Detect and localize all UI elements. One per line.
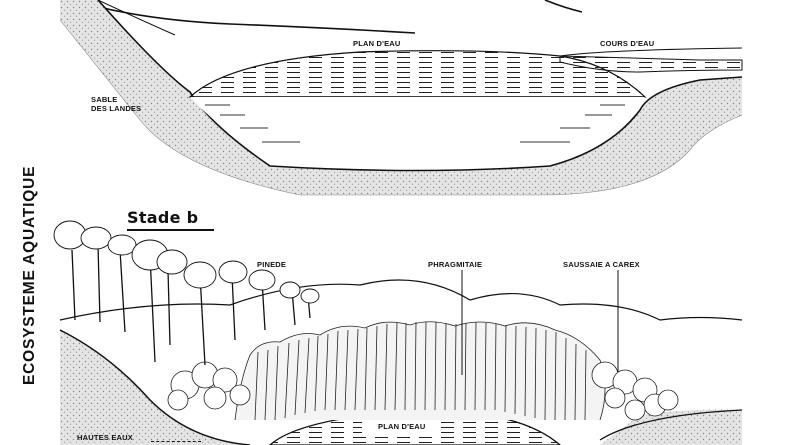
stage-a-water-lower [190,97,645,160]
stage-a-soil [60,0,742,195]
stage-a-plan-eau-label: PLAN D'EAU [353,39,401,48]
stage-b-heading-underline [127,229,214,231]
hautes-eaux-label: HAUTES EAUX [77,433,133,442]
side-title: ECOSYSTEME AQUATIQUE [21,165,38,385]
saussaie-label: SAUSSAIE A CAREX [563,260,640,269]
phragmitaie-label: PHRAGMITAIE [428,260,483,269]
stage-a-back-hill [71,0,416,34]
stage-b-reeds [234,321,606,421]
pinede-label: PINEDE [257,260,287,269]
stage-a-water-lines [205,104,625,143]
stage-a-cours-eau-label: COURS D'EAU [600,39,655,48]
stage-b-heading: Stade b [127,208,199,227]
stage-a-sable-label-1: SABLE [91,95,118,104]
stage-b-pine-crowns [53,220,320,304]
stage-b-water-label-bg [362,421,432,433]
stage-b-plan-eau-label: PLAN D'EAU [378,422,426,431]
stage-a-sable-label-2: DES LANDES [91,104,142,113]
stage-a-stream-bank [559,47,743,57]
stage-b-right-soil [600,409,742,445]
stage-b-shrubs-left [167,361,251,411]
stage-a-soil-edge [59,19,743,196]
stage-b-back-hill [59,279,743,321]
stage-b-soil [60,330,250,445]
stage-b-right-slope [599,409,743,441]
stage-a-panel [59,0,743,196]
stage-b-willows-right [591,361,679,421]
stage-b-slope [59,329,251,445]
stage-a-front-ridge [97,0,176,36]
stage-a-stream [559,55,743,73]
hautes-eaux-line [151,441,201,442]
stage-a-basin-outline [97,0,743,172]
stage-b-panel [53,220,743,445]
stage-a-back-hill-right [544,0,583,13]
